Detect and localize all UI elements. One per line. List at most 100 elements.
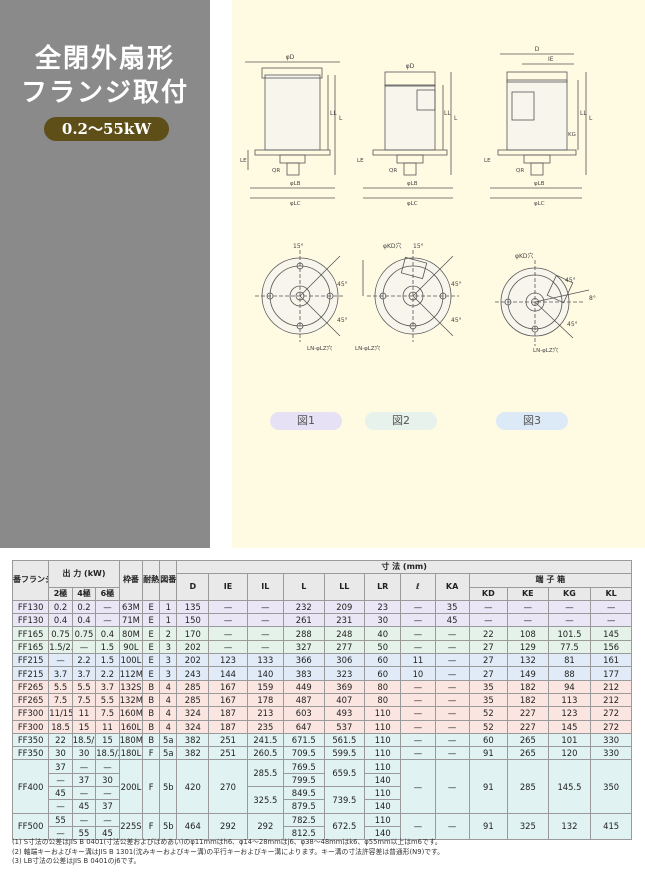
footnote-3: (3) LB寸法の公差はJIS B 0401のj6です。 <box>12 857 141 865</box>
table-cell: 37 <box>95 799 120 814</box>
table-cell: 187 <box>208 719 248 734</box>
table-cell: — <box>434 746 470 761</box>
flange-number-cell: FF130 <box>11 613 50 628</box>
dim-d-label: D <box>535 46 540 53</box>
table-cell: 561.5 <box>323 732 366 748</box>
table-cell: 327 <box>282 639 325 655</box>
table-cell: 133 <box>246 653 284 668</box>
table-cell: 799.5 <box>282 772 325 788</box>
table-cell: 161 <box>590 653 632 668</box>
table-cell: 3.7 <box>71 666 97 681</box>
table-cell: 812.5 <box>282 825 325 841</box>
table-cell: — <box>71 639 97 655</box>
table-cell: 135 <box>176 599 210 615</box>
table-cell: 145 <box>547 719 592 734</box>
table-cell: — <box>48 653 73 668</box>
table-cell: 145 <box>590 626 632 641</box>
table-cell: — <box>71 786 97 801</box>
table-cell: 659.5 <box>323 759 366 788</box>
table-cell: 55 <box>71 825 97 841</box>
table-cell: B <box>142 706 161 721</box>
table-cell: 11 <box>400 653 436 668</box>
table-cell: 30 <box>48 746 73 761</box>
table-cell: 4 <box>159 692 178 708</box>
table-cell: 132 <box>547 812 592 841</box>
dim-ll-label: LL <box>330 110 337 117</box>
table-cell: — <box>208 626 248 641</box>
footnote-2: (2) 軸端キーおよびキー溝はJIS B 1301(沈みキーおよびキー溝)の平行… <box>12 847 444 856</box>
table-cell: — <box>95 812 120 827</box>
table-cell: 709.5 <box>282 746 325 761</box>
table-cell: 23 <box>364 599 402 615</box>
table-cell: — <box>547 613 592 628</box>
angle-8-label: 8° <box>589 295 596 302</box>
table-cell: 35 <box>434 599 470 615</box>
header-class: 耐熱クラス <box>142 560 161 601</box>
table-cell: — <box>468 613 509 628</box>
dim-ll-label: LL <box>444 110 451 117</box>
table-cell: — <box>400 719 436 734</box>
table-cell: 91 <box>468 746 509 761</box>
table-cell: 180M <box>118 732 144 748</box>
table-cell: 7.5 <box>71 692 97 708</box>
table-cell: 182 <box>507 679 549 694</box>
table-cell: 7.5 <box>48 692 73 708</box>
flange-number-cell: FF165 <box>11 626 50 641</box>
table-cell: 5.5 <box>48 679 73 694</box>
table-cell: 91 <box>468 759 509 814</box>
table-cell: 2.2 <box>71 653 97 668</box>
table-cell: 80 <box>364 679 402 694</box>
table-cell: 537 <box>323 719 366 734</box>
table-cell: — <box>400 706 436 721</box>
table-cell: 265 <box>507 746 549 761</box>
table-cell: 80 <box>364 692 402 708</box>
table-cell: 0.4 <box>48 613 73 628</box>
table-cell: 285 <box>507 759 549 814</box>
angle-45-label-2: 45° <box>337 317 348 324</box>
table-cell: 18.5/22 <box>71 732 97 748</box>
col-header: IE <box>208 573 248 601</box>
table-cell: 132M <box>118 692 144 708</box>
table-cell: F <box>142 746 161 761</box>
table-cell: 5b <box>159 812 178 841</box>
figure-label-3: 図3 <box>496 412 568 430</box>
table-cell: 110 <box>364 786 402 801</box>
table-cell: 22 <box>48 732 73 748</box>
table-cell: 11 <box>71 706 97 721</box>
table-cell: 40 <box>364 626 402 641</box>
table-cell: 60 <box>364 653 402 668</box>
table-cell: — <box>400 626 436 641</box>
table-cell: 37 <box>71 772 97 788</box>
table-cell: 1.5 <box>95 639 120 655</box>
table-cell: 149 <box>507 666 549 681</box>
table-cell: — <box>434 759 470 814</box>
table-cell: 212 <box>590 679 632 694</box>
spec-table: 番フランジ号 出 力 (kW) 枠番 耐熱クラス 図番号 寸 法 (mm) D … <box>11 559 633 841</box>
table-cell: 241.5 <box>246 732 284 748</box>
table-cell: F <box>142 812 161 841</box>
table-cell: 323 <box>323 666 366 681</box>
table-cell: — <box>434 692 470 708</box>
table-cell: 18.5/22 <box>95 746 120 761</box>
table-cell: 782.5 <box>282 812 325 827</box>
table-cell: — <box>400 759 436 814</box>
header-flange-no: 番フランジ号 <box>11 560 50 601</box>
table-cell: B <box>142 692 161 708</box>
col-header: KL <box>590 586 632 601</box>
table-cell: 324 <box>176 719 210 734</box>
table-cell: 178 <box>246 692 284 708</box>
table-cell: 277 <box>323 639 366 655</box>
table-cell: — <box>71 812 97 827</box>
table-cell: 2 <box>159 626 178 641</box>
table-cell: 132 <box>507 653 549 668</box>
flange-number-cell: FF265 <box>11 679 50 694</box>
